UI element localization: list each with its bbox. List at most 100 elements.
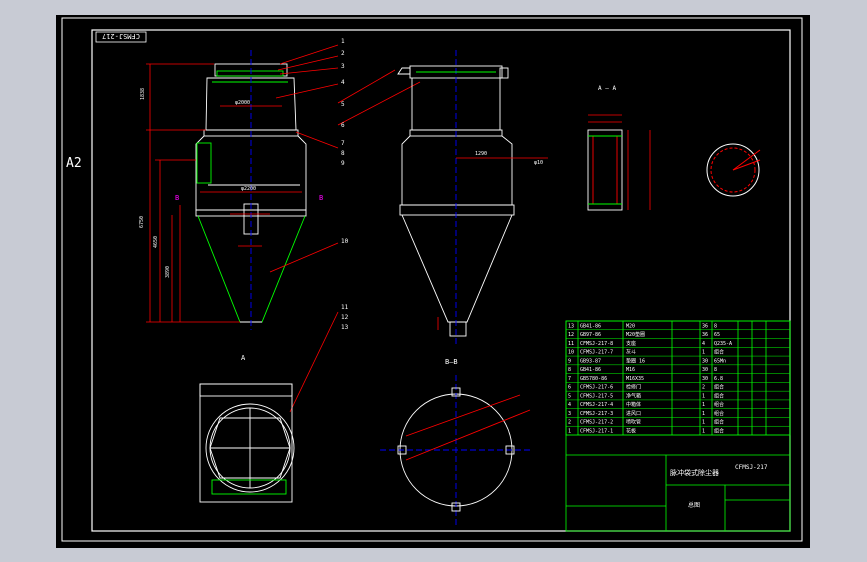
parts-cell-name: 支座	[626, 340, 636, 347]
plan-view: A	[199, 354, 295, 503]
parts-cell-qty: 36	[702, 323, 708, 329]
parts-cell-material: Q235-A	[714, 341, 732, 347]
parts-cell-name: M16X35	[626, 376, 644, 382]
drawing-sheet	[56, 15, 810, 548]
parts-cell-no: 9	[568, 358, 571, 364]
parts-cell-no: 11	[568, 341, 574, 347]
svg-text:B: B	[175, 194, 179, 202]
title-block-text: 脉冲袋式除尘器 CFMSJ-217 总图	[670, 464, 768, 509]
svg-text:9: 9	[341, 160, 345, 167]
parts-cell-code: GB41-86	[580, 367, 601, 373]
parts-cell-qty: 30	[702, 367, 708, 373]
sheet-size-label: A2	[66, 156, 82, 171]
svg-text:1: 1	[341, 38, 345, 45]
svg-text:1290: 1290	[475, 151, 487, 157]
svg-text:1838: 1838	[140, 88, 146, 100]
svg-text:3890: 3890	[165, 266, 171, 278]
parts-cell-material: 组合	[714, 419, 724, 426]
parts-cell-qty: 1	[702, 350, 705, 356]
section-b-b: B—B	[380, 358, 531, 525]
detail-a-dimensions	[588, 114, 651, 210]
parts-cell-code: CFMSJ-217-4	[580, 402, 613, 408]
parts-cell-no: 6	[568, 385, 571, 391]
parts-cell-qty: 2	[702, 385, 705, 391]
parts-cell-name: 垫圈 16	[626, 357, 645, 364]
parts-cell-name: M16	[626, 367, 635, 373]
parts-cell-name: 灰斗	[626, 349, 636, 356]
parts-cell-qty: 4	[702, 341, 705, 347]
svg-text:7: 7	[341, 140, 345, 147]
parts-cell-code: CFMSJ-217-1	[580, 429, 613, 435]
drawing-title: 脉冲袋式除尘器	[670, 468, 719, 477]
svg-text:10: 10	[341, 238, 349, 245]
svg-text:B: B	[319, 194, 323, 202]
svg-text:6: 6	[341, 122, 345, 129]
parts-cell-no: 4	[568, 402, 571, 408]
svg-text:8: 8	[341, 150, 345, 157]
parts-cell-code: CFMSJ-217-2	[580, 420, 613, 426]
parts-cell-material: 组合	[714, 349, 724, 356]
side-view	[397, 50, 515, 345]
svg-text:4: 4	[341, 79, 345, 86]
parts-cell-material: 8	[714, 323, 717, 329]
svg-text:6750: 6750	[139, 216, 145, 228]
parts-cell-name: 花板	[626, 428, 636, 435]
parts-cell-material: 组合	[714, 401, 724, 408]
parts-cell-material: 6.8	[714, 376, 723, 382]
detail-a-view: A — A	[587, 85, 623, 211]
parts-cell-no: 8	[568, 367, 571, 373]
outer-frame	[61, 17, 803, 542]
parts-cell-name: M20垫圈	[626, 331, 645, 338]
front-dimensions	[146, 63, 302, 323]
svg-text:φ2000: φ2000	[235, 100, 250, 106]
parts-cell-name: 检修门	[626, 384, 641, 391]
parts-cell-no: 3	[568, 411, 571, 417]
svg-text:5: 5	[341, 101, 345, 108]
svg-text:φ2200: φ2200	[241, 186, 256, 192]
parts-cell-code: CFMSJ-217-3	[580, 411, 613, 417]
svg-text:3: 3	[341, 63, 345, 70]
parts-cell-no: 5	[568, 393, 571, 399]
front-view	[195, 50, 307, 330]
callout-leaders	[269, 44, 421, 413]
parts-cell-code: CFMSJ-217-8	[580, 341, 613, 347]
parts-cell-code: CFMSJ-217-6	[580, 385, 613, 391]
parts-cell-qty: 36	[702, 332, 708, 338]
parts-cell-material: 组合	[714, 428, 724, 435]
parts-cell-code: CFMSJ-217-5	[580, 393, 613, 399]
parts-cell-name: 进风口	[626, 410, 641, 417]
parts-cell-qty: 1	[702, 420, 705, 426]
parts-cell-material: 65Mn	[714, 358, 726, 364]
rotated-drawing-number: CFMSJ-217	[102, 32, 140, 40]
inner-frame	[91, 29, 791, 532]
parts-cell-qty: 1	[702, 393, 705, 399]
parts-cell-no: 13	[568, 323, 574, 329]
front-dimension-text: φ2000 φ2200 1838 6750 4650 3890 B B	[139, 88, 323, 278]
parts-cell-material: 组合	[714, 410, 724, 417]
parts-cell-no: 7	[568, 376, 571, 382]
parts-cell-code: GB97-86	[580, 332, 601, 338]
svg-text:φ10: φ10	[534, 160, 543, 166]
rotated-drawing-number-box: CFMSJ-217	[95, 31, 147, 43]
parts-cell-qty: 1	[702, 402, 705, 408]
svg-text:4650: 4650	[153, 236, 159, 248]
parts-cell-material: 组合	[714, 392, 724, 399]
parts-cell-material: 组合	[714, 384, 724, 391]
drawing-code: CFMSJ-217	[735, 464, 768, 471]
svg-text:12: 12	[341, 314, 349, 321]
parts-cell-name: 喷吹管	[626, 419, 641, 426]
side-dimensions	[437, 157, 548, 330]
circle-detail	[706, 143, 761, 197]
parts-cell-code: CFMSJ-217-7	[580, 350, 613, 356]
parts-cell-code: GB41-86	[580, 323, 601, 329]
svg-text:A — A: A — A	[598, 85, 616, 92]
parts-cell-no: 2	[568, 420, 571, 426]
parts-cell-qty: 30	[702, 376, 708, 382]
parts-cell-no: 12	[568, 332, 574, 338]
svg-text:11: 11	[341, 304, 349, 311]
parts-cell-code: GB5780-86	[580, 376, 607, 382]
parts-cell-qty: 1	[702, 411, 705, 417]
